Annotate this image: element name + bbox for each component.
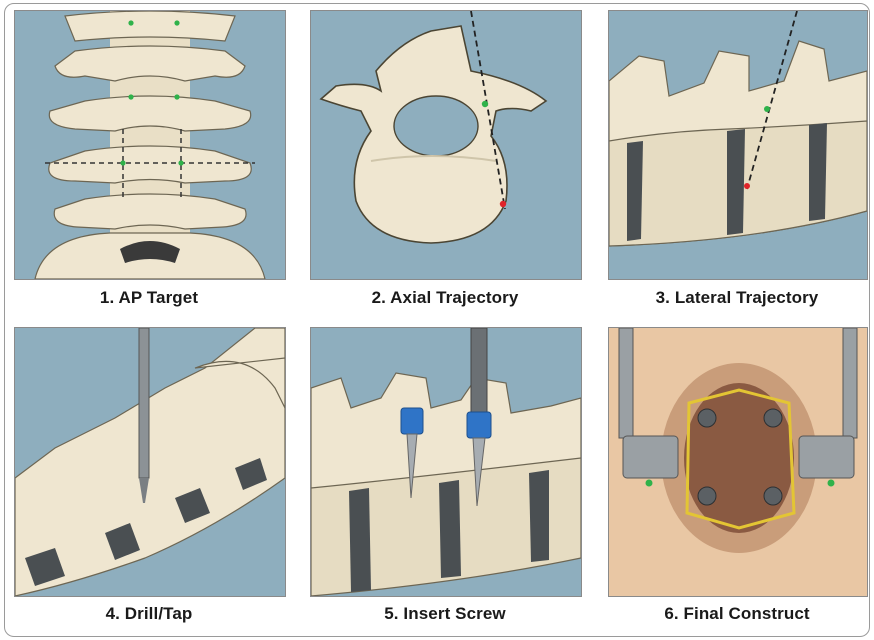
panel-drill-tap [14,327,286,597]
panel-lateral-trajectory [608,10,868,280]
panel-insert-screw [310,327,582,597]
panel-axial-trajectory [310,10,582,280]
caption-drill-tap: 4. Drill/Tap [14,604,284,624]
panel-final-construct [608,327,868,597]
caption-final-construct: 6. Final Construct [608,604,866,624]
panel-ap-target [14,10,286,280]
caption-ap-target: 1. AP Target [14,288,284,308]
caption-lateral-trajectory: 3. Lateral Trajectory [608,288,866,308]
caption-insert-screw: 5. Insert Screw [310,604,580,624]
caption-axial-trajectory: 2. Axial Trajectory [310,288,580,308]
